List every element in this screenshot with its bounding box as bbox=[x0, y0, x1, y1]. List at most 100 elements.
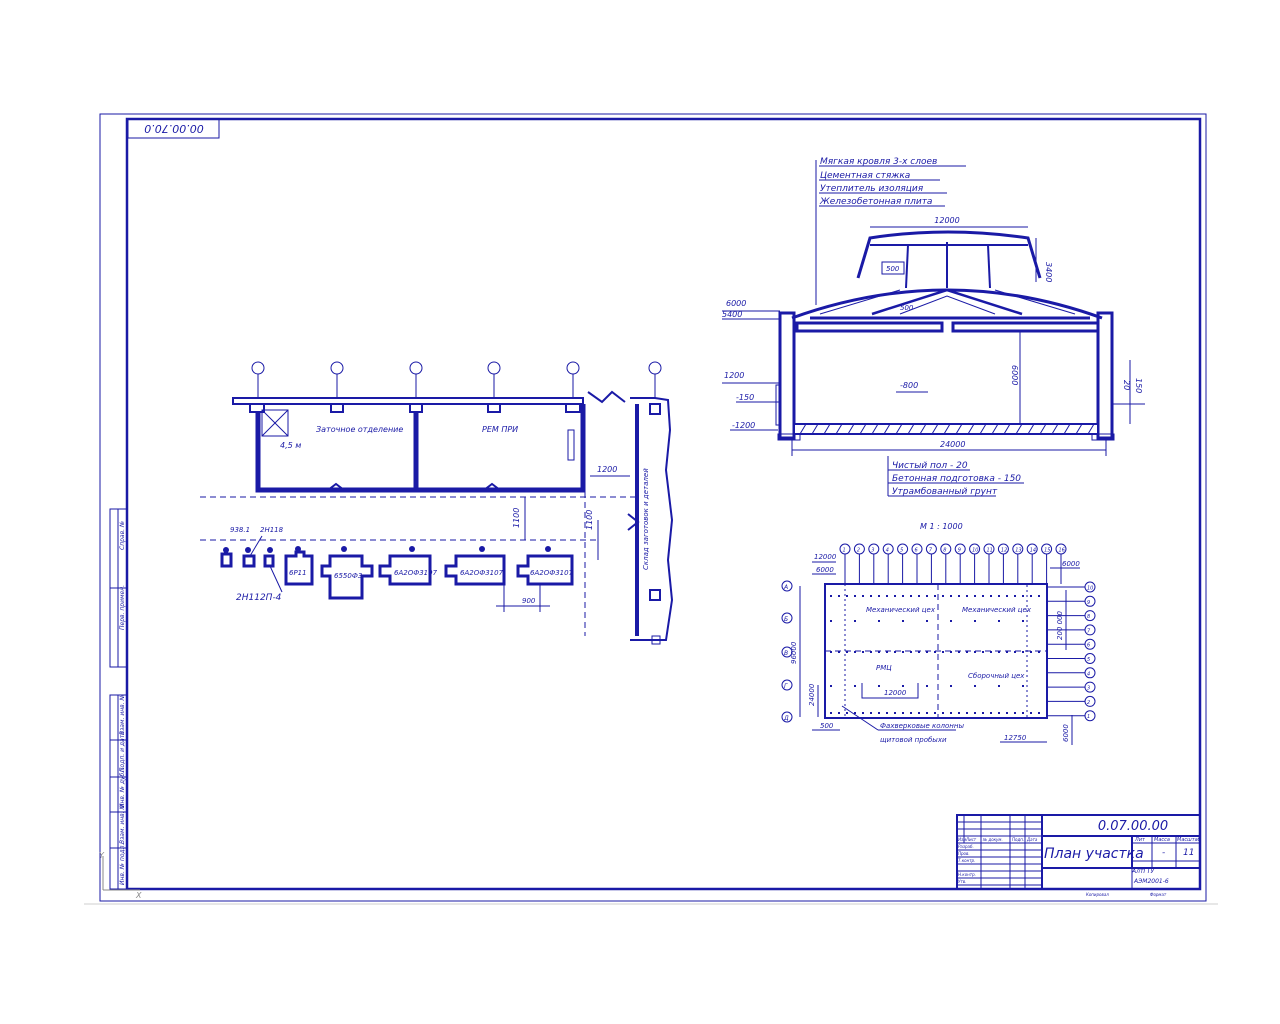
column-mark bbox=[1030, 712, 1032, 714]
column-mark bbox=[902, 685, 904, 687]
dim: 20 bbox=[1122, 380, 1131, 390]
machine-label: 938.1 bbox=[230, 526, 250, 534]
column-mark bbox=[854, 685, 856, 687]
column-mark bbox=[958, 712, 960, 714]
stamp-3: Инв. № дубл. bbox=[119, 767, 126, 808]
row-axis-label: 2 bbox=[1087, 700, 1090, 706]
title-block: Разраб. Пров. Т.контр. Н.контр. Утв. Изм… bbox=[956, 814, 1201, 897]
column-mark bbox=[886, 712, 888, 714]
org-group: АЭМ2001-6 bbox=[1133, 878, 1169, 885]
header-cell: Изм bbox=[958, 837, 966, 842]
column-mark bbox=[934, 651, 936, 653]
role: Разраб. bbox=[958, 844, 974, 849]
layer-label: Мягкая кровля 3-х слоев bbox=[820, 157, 937, 167]
column-mark bbox=[950, 595, 952, 597]
column-mark bbox=[926, 651, 928, 653]
column-mark bbox=[854, 595, 856, 597]
dim: 1100 bbox=[585, 510, 594, 530]
column-mark bbox=[1006, 712, 1008, 714]
column-mark bbox=[830, 712, 832, 714]
column-mark bbox=[830, 685, 832, 687]
dim: 6000 bbox=[816, 566, 834, 574]
col-lit: Лит bbox=[1134, 837, 1146, 843]
column-mark bbox=[1006, 595, 1008, 597]
column-mark bbox=[950, 685, 952, 687]
dim: 500 bbox=[886, 265, 900, 273]
column-mark bbox=[950, 712, 952, 714]
column-mark bbox=[878, 595, 880, 597]
column-axis-label: 1 bbox=[843, 548, 846, 554]
column-mark bbox=[1022, 712, 1024, 714]
doc-code: 0.07.00.00 bbox=[1098, 819, 1168, 834]
sheet-title: План участка bbox=[1044, 846, 1144, 862]
level: -150 bbox=[736, 393, 754, 402]
column-mark bbox=[862, 595, 864, 597]
row-axis-label: 4 bbox=[1087, 671, 1090, 677]
row-axis-label: 7 bbox=[1087, 628, 1091, 634]
shop-label: Сборочный цех bbox=[968, 672, 1025, 680]
role: Утв. bbox=[958, 879, 966, 884]
ucs-axis-icon: Y X bbox=[99, 851, 142, 900]
level: 1200 bbox=[724, 371, 744, 380]
column-mark bbox=[854, 620, 856, 622]
machine-label: 6550Ф3 bbox=[334, 572, 362, 580]
column-mark bbox=[982, 712, 984, 714]
column-mark bbox=[942, 651, 944, 653]
column-mark bbox=[926, 712, 928, 714]
column-mark bbox=[934, 595, 936, 597]
column-mark bbox=[998, 595, 1000, 597]
column-mark bbox=[870, 595, 872, 597]
dim: 24000 bbox=[808, 683, 816, 706]
building-section: Мягкая кровля 3-х слоев Цементная стяжка… bbox=[722, 157, 1145, 497]
column-mark bbox=[910, 651, 912, 653]
dim: 96000 bbox=[790, 641, 798, 664]
room-label: РЕМ ПРИ bbox=[482, 425, 518, 434]
column-mark bbox=[1022, 620, 1024, 622]
row-axis-label: 8 bbox=[1087, 614, 1090, 620]
column-mark bbox=[1014, 595, 1016, 597]
column-mark bbox=[878, 620, 880, 622]
column-mark bbox=[902, 712, 904, 714]
storage-label: Склад заготовок и деталей bbox=[642, 468, 650, 570]
machine-label: 2Н112П-4 bbox=[236, 593, 282, 603]
floor-layer: Чистый пол - 20 bbox=[892, 461, 968, 471]
column-mark bbox=[846, 712, 848, 714]
sheet-count: 11 bbox=[1183, 848, 1194, 858]
svg-text:X: X bbox=[135, 891, 142, 900]
floor-layer: Бетонная подготовка - 150 bbox=[892, 474, 1021, 484]
column-mark bbox=[990, 712, 992, 714]
inner-frame bbox=[125, 117, 1202, 891]
column-mark bbox=[926, 620, 928, 622]
col-mass: Масса bbox=[1154, 837, 1170, 843]
column-mark bbox=[990, 595, 992, 597]
column-mark bbox=[918, 712, 920, 714]
workshop-plan: 4,5 м Заточное отделение РЕМ ПРИ Склад з… bbox=[200, 361, 674, 645]
hoist-label: 4,5 м bbox=[280, 441, 301, 450]
shop-label: РМЦ bbox=[876, 664, 892, 672]
column-axis-label: 5 bbox=[900, 548, 903, 554]
column-axis-label: 8 bbox=[943, 548, 946, 554]
column-mark bbox=[950, 620, 952, 622]
dim: 6000 bbox=[1062, 724, 1070, 742]
column-mark bbox=[854, 712, 856, 714]
column-mark bbox=[974, 595, 976, 597]
column-mark bbox=[846, 595, 848, 597]
column-mark bbox=[1022, 651, 1024, 653]
column-mark bbox=[830, 651, 832, 653]
row-axis: Д bbox=[783, 715, 789, 722]
column-mark bbox=[934, 712, 936, 714]
side-stamp: Справ. № Перв. примен. Взам. инв. № Подп… bbox=[109, 508, 128, 890]
column-mark bbox=[862, 712, 864, 714]
column-mark bbox=[846, 651, 848, 653]
column-mark bbox=[838, 651, 840, 653]
column-axis-label: 2 bbox=[857, 548, 860, 554]
column-mark bbox=[1014, 712, 1016, 714]
column-mark bbox=[910, 595, 912, 597]
column-mark bbox=[902, 651, 904, 653]
column-mark bbox=[974, 651, 976, 653]
machine-label: 2Н118 bbox=[260, 526, 284, 534]
row-axis-label: 6 bbox=[1087, 643, 1090, 649]
column-mark bbox=[966, 712, 968, 714]
